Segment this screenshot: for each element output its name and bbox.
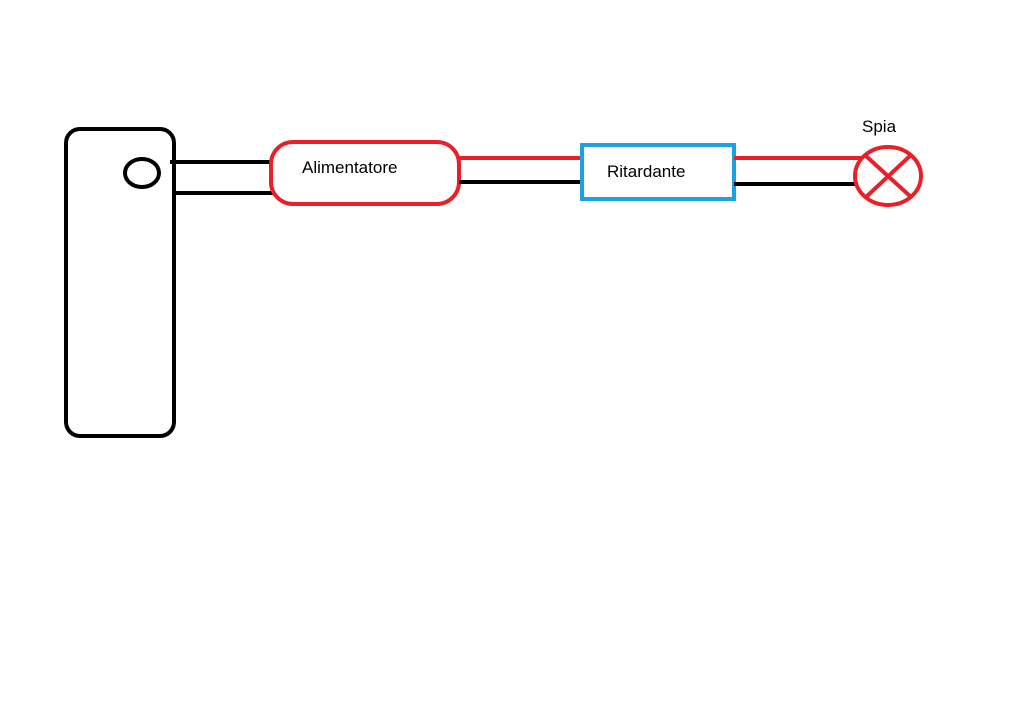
wall-switch-panel [64, 127, 176, 438]
delay-relay-label: Ritardante [607, 162, 686, 181]
delay-relay-box [580, 143, 736, 201]
power-supply-box [269, 140, 461, 206]
indicator-lamp-icon [853, 145, 923, 207]
power-supply-label: Alimentatore [302, 158, 398, 177]
indicator-lamp-label: Spia [862, 117, 897, 136]
switch-button [123, 157, 161, 189]
lamp-cross-line-2 [864, 153, 913, 199]
